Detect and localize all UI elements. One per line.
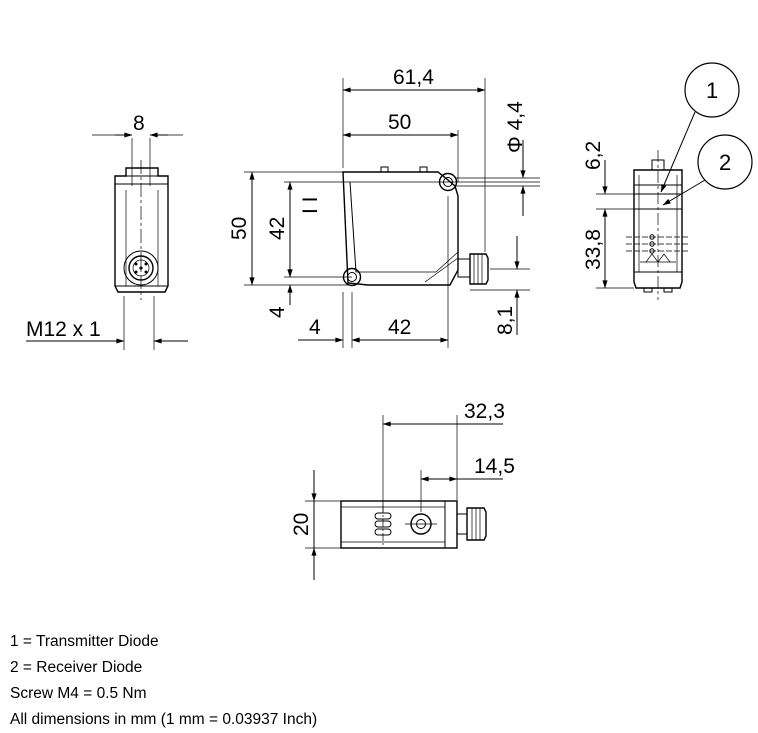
dim-hole-spacing-horizontal: 42 xyxy=(388,316,411,339)
dim-top-width: 20 xyxy=(290,513,313,536)
m12-connector-face xyxy=(123,250,159,286)
legend: 1 = Transmitter Diode 2 = Receiver Diode… xyxy=(10,629,317,733)
dim-overall-length: 61,4 xyxy=(393,66,434,89)
dim-hole-spacing-vertical: 42 xyxy=(266,217,289,240)
front-view: I I 61,4 50 50 42 4 4 xyxy=(228,66,540,348)
side-view: 8 M12 x 1 xyxy=(26,112,188,350)
legend-receiver: 2 = Receiver Diode xyxy=(10,659,143,676)
dim-diode-top-offset: 6,2 xyxy=(582,141,605,170)
front-marking: I I xyxy=(299,196,322,214)
legend-units-note: All dimensions in mm (1 mm = 0.03937 Inc… xyxy=(10,711,318,728)
dim-connector-thread: M12 x 1 xyxy=(26,318,101,341)
legend-screw-torque: Screw M4 = 0.5 Nm xyxy=(10,685,147,702)
callout-circle-2 xyxy=(697,134,753,190)
dim-hole-diameter: Φ 4,4 xyxy=(504,101,527,153)
dimension-drawing: 8 M12 x 1 I I xyxy=(26,62,753,580)
m12-connector-side xyxy=(457,253,489,285)
dim-hole-offset-left: 4 xyxy=(309,316,321,339)
end-view: 6,2 33,8 1 2 xyxy=(582,62,753,300)
legend-transmitter: 1 = Transmitter Diode xyxy=(10,633,159,650)
dim-top-length: 32,3 xyxy=(464,400,505,423)
top-connector xyxy=(456,507,487,541)
dim-side-width: 8 xyxy=(133,112,145,135)
dim-hole-offset-bottom: 4 xyxy=(266,306,289,318)
dim-connector-offset: 8,1 xyxy=(494,306,517,335)
dim-body-length: 50 xyxy=(388,111,411,134)
dim-top-connector: 14,5 xyxy=(474,455,515,478)
top-view: 32,3 14,5 20 xyxy=(290,400,515,580)
callout-label-1: 1 xyxy=(706,78,718,103)
dim-diode-spacing: 33,8 xyxy=(582,229,605,270)
dim-height: 50 xyxy=(228,217,251,240)
callout-circle-1 xyxy=(684,62,740,118)
callout-label-2: 2 xyxy=(719,150,731,175)
